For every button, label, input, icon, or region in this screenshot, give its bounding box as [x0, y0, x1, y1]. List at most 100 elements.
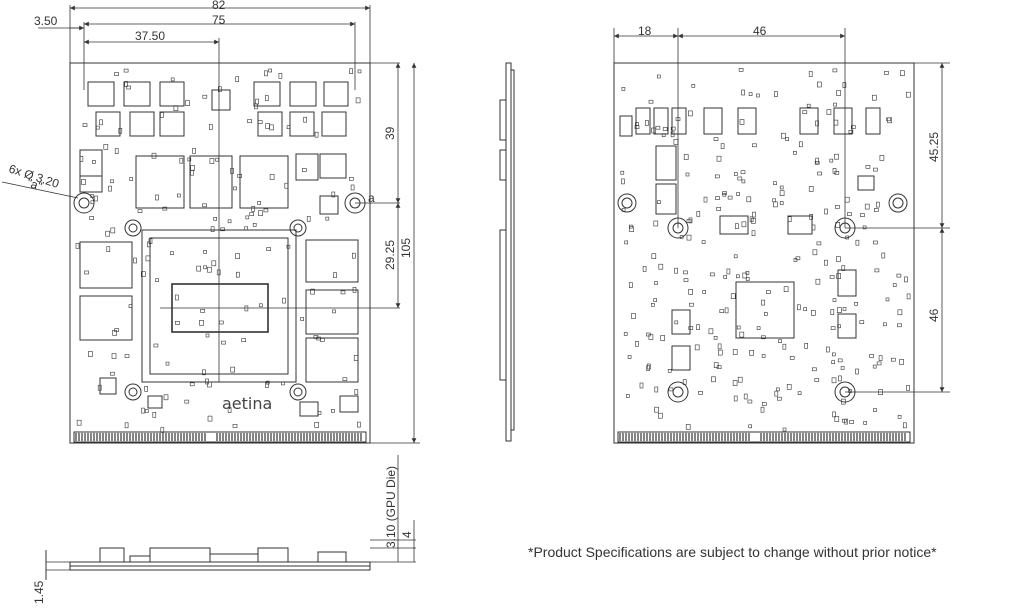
passive-component — [175, 320, 180, 325]
passive-component — [94, 195, 98, 202]
passive-component — [103, 144, 109, 150]
passive-component — [151, 152, 157, 159]
passive-component — [756, 93, 760, 98]
passive-component — [259, 303, 263, 308]
passive-component — [832, 68, 838, 73]
passive-component — [741, 179, 746, 184]
passive-component — [655, 125, 661, 130]
passive-component — [871, 94, 877, 101]
passive-component — [124, 354, 130, 358]
passive-component — [793, 151, 797, 155]
passive-component — [716, 207, 722, 211]
passive-component — [696, 324, 700, 331]
passive-component — [332, 309, 336, 314]
passive-component — [716, 155, 722, 162]
passive-component — [859, 320, 865, 325]
passive-component — [810, 310, 816, 316]
passive-component — [814, 161, 820, 165]
passive-component — [110, 371, 115, 376]
passive-component — [804, 342, 809, 349]
passive-component — [896, 273, 902, 278]
passive-component — [175, 294, 179, 301]
hole-marker: a — [368, 191, 375, 205]
passive-component — [683, 154, 689, 160]
passive-component — [650, 302, 655, 307]
front-view — [1, 5, 420, 444]
passive-component — [185, 100, 190, 106]
back-dim-left-offset: 18 — [638, 24, 652, 38]
passive-component — [830, 309, 835, 315]
passive-component — [840, 366, 845, 370]
back-edge-fingers — [619, 433, 906, 441]
passive-component — [902, 422, 907, 429]
passive-component — [170, 77, 175, 82]
passive-component — [199, 319, 204, 326]
passive-component — [802, 110, 808, 114]
passive-component — [829, 275, 835, 279]
passive-component — [110, 179, 114, 184]
passive-component — [782, 427, 787, 432]
passive-component — [752, 143, 757, 148]
passive-component — [702, 289, 707, 294]
passive-component — [96, 125, 100, 130]
passive-component — [773, 181, 777, 185]
passive-component — [711, 376, 716, 383]
passive-component — [738, 68, 744, 72]
passive-component — [760, 406, 765, 413]
passive-component — [779, 190, 785, 196]
passive-component — [694, 344, 700, 351]
passive-component — [886, 117, 891, 122]
passive-component — [838, 375, 842, 382]
passive-component — [647, 363, 651, 370]
passive-component — [631, 313, 636, 319]
passive-component — [761, 354, 766, 358]
passive-component — [349, 68, 353, 74]
passive-component — [689, 302, 694, 307]
passive-component — [906, 293, 911, 300]
passive-component — [314, 422, 320, 428]
passive-component — [850, 125, 856, 129]
passive-component — [646, 365, 650, 371]
passive-component — [685, 172, 690, 177]
passive-component — [717, 349, 723, 356]
passive-component — [833, 102, 837, 107]
passive-component — [207, 266, 212, 273]
passive-component — [300, 317, 305, 321]
passive-component — [129, 177, 133, 181]
passive-component — [872, 364, 877, 369]
passive-component — [803, 307, 808, 311]
passive-component — [263, 208, 269, 213]
passive-component — [844, 418, 848, 425]
front-right-dimensions — [370, 63, 420, 444]
passive-component — [683, 270, 688, 275]
passive-component — [873, 240, 878, 245]
dim-overall-width: 82 — [212, 0, 226, 12]
passive-component — [265, 382, 269, 388]
passive-component — [761, 335, 766, 340]
passive-component — [814, 378, 820, 382]
back-components — [619, 107, 881, 371]
passive-component — [354, 389, 359, 395]
passive-component — [128, 304, 133, 309]
passive-component — [741, 221, 747, 228]
passive-component — [749, 349, 754, 356]
passive-component — [173, 105, 179, 111]
passive-component — [284, 182, 289, 189]
passive-component — [752, 211, 756, 218]
passive-component — [766, 290, 771, 294]
passive-component — [785, 137, 790, 141]
passive-component — [815, 120, 819, 127]
passive-component — [628, 282, 633, 288]
side-view-horizontal — [45, 455, 416, 580]
front-edge-fingers — [75, 433, 362, 441]
passive-component — [126, 85, 131, 90]
passive-component — [815, 157, 820, 164]
passive-component — [683, 278, 689, 282]
passive-component — [654, 406, 659, 413]
passive-component — [774, 91, 778, 97]
dim-mount-span: 75 — [212, 13, 226, 27]
side-view-vertical — [499, 62, 515, 442]
passive-component — [114, 328, 119, 332]
passive-component — [743, 393, 748, 400]
passive-component — [832, 168, 837, 174]
